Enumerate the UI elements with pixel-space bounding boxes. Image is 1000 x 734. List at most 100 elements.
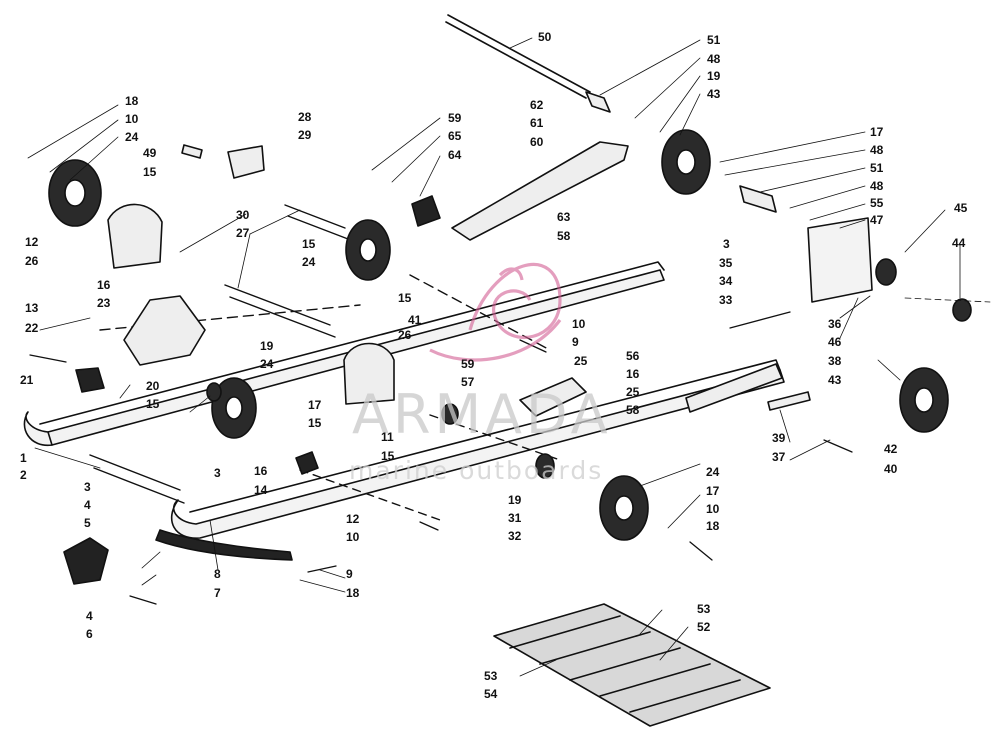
callout-19: 19 xyxy=(260,339,274,353)
callout-3: 3 xyxy=(84,480,91,494)
cross-shafts xyxy=(89,204,561,521)
callout-50: 50 xyxy=(538,30,552,44)
idler-wheels xyxy=(48,129,972,541)
callout-15: 15 xyxy=(143,165,157,179)
callout-15: 15 xyxy=(308,416,322,430)
callout-43: 43 xyxy=(828,373,842,387)
callout-42: 42 xyxy=(884,442,898,456)
callout-26: 26 xyxy=(25,254,39,268)
callout-18: 18 xyxy=(125,94,139,108)
callout-52: 52 xyxy=(697,620,711,634)
front-stop-block xyxy=(75,367,105,393)
callout-15: 15 xyxy=(398,291,412,305)
callout-19: 19 xyxy=(508,493,522,507)
main-shaft xyxy=(445,14,591,99)
callout-11: 11 xyxy=(381,430,394,444)
callout-65: 65 xyxy=(448,129,462,143)
callout-26: 26 xyxy=(398,328,412,342)
callout-13: 13 xyxy=(25,301,39,315)
callout-10: 10 xyxy=(572,317,586,331)
callout-18: 18 xyxy=(706,519,720,533)
front-arm xyxy=(123,295,206,366)
callout-34: 34 xyxy=(719,274,733,288)
callout-5: 5 xyxy=(84,516,91,530)
callout-15: 15 xyxy=(146,397,160,411)
track-section xyxy=(493,603,771,727)
callout-54: 54 xyxy=(484,687,498,701)
callout-15: 15 xyxy=(381,449,395,463)
callout-14: 14 xyxy=(254,483,268,497)
callout-16: 16 xyxy=(626,367,640,381)
callout-24: 24 xyxy=(302,255,316,269)
callout-25: 25 xyxy=(626,385,640,399)
callout-17: 17 xyxy=(870,125,884,139)
callout-41: 41 xyxy=(408,313,422,327)
callout-40: 40 xyxy=(884,462,898,476)
callout-47: 47 xyxy=(870,213,884,227)
callout-48: 48 xyxy=(707,52,721,66)
callout-49: 49 xyxy=(143,146,157,160)
leader-lines xyxy=(27,37,991,677)
callout-44: 44 xyxy=(952,236,966,250)
callout-53: 53 xyxy=(484,669,498,683)
callout-53: 53 xyxy=(697,602,711,616)
callout-27: 27 xyxy=(236,226,250,240)
callout-23: 23 xyxy=(97,296,111,310)
callout-24: 24 xyxy=(125,130,139,144)
callout-18: 18 xyxy=(346,586,360,600)
rear-extension-lower xyxy=(767,391,811,411)
callout-9: 9 xyxy=(346,567,353,581)
callout-25: 25 xyxy=(574,354,588,368)
callout-10: 10 xyxy=(346,530,360,544)
callout-35: 35 xyxy=(719,256,733,270)
callout-59: 59 xyxy=(461,357,475,371)
rear-extension xyxy=(685,363,783,413)
front-bracket xyxy=(107,203,163,269)
callout-16: 16 xyxy=(97,278,111,292)
watermark-logo xyxy=(429,262,562,362)
callout-21: 21 xyxy=(20,373,34,387)
callout-60: 60 xyxy=(530,135,544,149)
callout-29: 29 xyxy=(298,128,312,142)
front-bumper xyxy=(63,537,109,585)
callout-57: 57 xyxy=(461,375,475,389)
callout-55: 55 xyxy=(870,196,884,210)
callout-17: 17 xyxy=(308,398,322,412)
callout-16: 16 xyxy=(254,464,268,478)
callout-28: 28 xyxy=(298,110,312,124)
callout-39: 39 xyxy=(772,431,786,445)
rear-arm xyxy=(451,141,629,241)
callout-30: 30 xyxy=(236,208,250,222)
callout-59: 59 xyxy=(448,111,462,125)
watermark-tagline: marine outboards xyxy=(349,456,604,485)
callout-20: 20 xyxy=(146,379,160,393)
callout-24: 24 xyxy=(260,357,274,371)
callout-22: 22 xyxy=(25,321,39,335)
callout-51: 51 xyxy=(870,161,884,175)
callout-38: 38 xyxy=(828,354,842,368)
callout-12: 12 xyxy=(346,512,360,526)
callout-33: 33 xyxy=(719,293,733,307)
callout-31: 31 xyxy=(508,511,522,525)
callout-64: 64 xyxy=(448,148,462,162)
callout-8: 8 xyxy=(214,567,221,581)
callout-3: 3 xyxy=(214,466,221,480)
callout-19: 19 xyxy=(707,69,721,83)
callout-24: 24 xyxy=(706,465,720,479)
shock-mount xyxy=(519,377,587,417)
callout-58: 58 xyxy=(557,229,571,243)
watermark-brand: ARMADA xyxy=(352,383,612,446)
callout-1: 1 xyxy=(20,451,27,465)
middle-bracket xyxy=(343,342,395,405)
callout-37: 37 xyxy=(772,450,786,464)
callout-63: 63 xyxy=(557,210,571,224)
spacers xyxy=(181,91,777,475)
callout-6: 6 xyxy=(86,627,93,641)
callout-12: 12 xyxy=(25,235,39,249)
callout-10: 10 xyxy=(125,112,139,126)
callout-43: 43 xyxy=(707,87,721,101)
callout-56: 56 xyxy=(626,349,640,363)
callout-32: 32 xyxy=(508,529,522,543)
right-slide-rail xyxy=(170,359,785,539)
